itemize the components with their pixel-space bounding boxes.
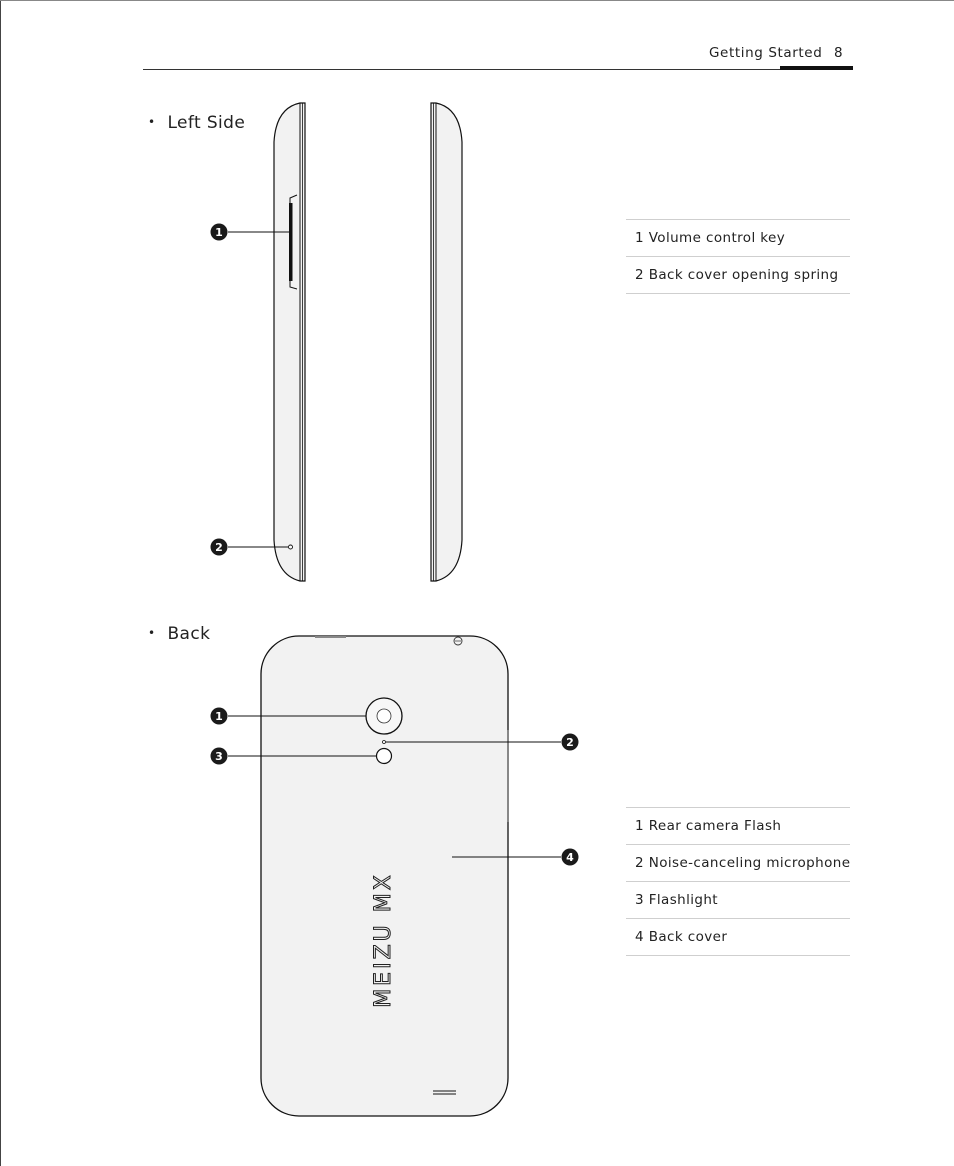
legend-number: 2 [635,267,644,283]
back-callout-4-number: 4 [566,851,574,864]
back-callout-2 [386,733,579,751]
legend-row: 2 Noise-canceling microphone [626,844,850,881]
left-callout-1-number: 1 [215,226,223,239]
bullet-icon: • [148,115,156,129]
back-callout-2-number: 2 [566,736,574,749]
phone-left-side-illustration [273,102,306,582]
phone-right-side-illustration [430,102,463,582]
legend-number: 3 [635,892,644,908]
legend-row: 2 Back cover opening spring [626,256,850,294]
legend-row: 1 Volume control key [626,219,850,256]
back-heading: • Back [148,624,210,644]
legend-number: 4 [635,929,644,945]
header-rule [143,69,853,70]
legend-row: 1 Rear camera Flash [626,807,850,844]
legend-number: 1 [635,818,644,834]
bullet-icon: • [148,626,156,640]
left-callout-2-number: 2 [215,541,223,554]
legend-text: Back cover opening spring [648,267,839,283]
back-callout-3 [210,747,376,765]
header-page-number: 8 [834,45,843,61]
legend-text: Flashlight [648,892,719,908]
legend-text: Noise-canceling microphone [648,855,851,871]
legend-text: Volume control key [648,230,786,246]
legend-row: 4 Back cover [626,918,850,956]
page-border-top [0,0,954,1]
left-side-heading: • Left Side [148,113,245,133]
left-callout-2 [210,538,288,556]
back-callout-3-number: 3 [215,750,223,763]
back-callout-4 [452,848,579,866]
header-section-title: Getting Started [709,45,823,61]
svg-text:MEIZU MX: MEIZU MX [371,872,396,1008]
legend-row: 3 Flashlight [626,881,850,918]
left-callout-1 [210,223,291,241]
page-border-left [0,0,1,1166]
brand-logo: MEIZU MX [371,872,397,1009]
back-heading-text: Back [167,624,211,644]
left-side-heading-text: Left Side [167,113,246,133]
legend-text: Rear camera Flash [648,818,782,834]
back-callout-1-number: 1 [215,710,223,723]
back-legend: 1 Rear camera Flash 2 Noise-canceling mi… [626,807,850,956]
header-tab-marker [780,66,853,70]
left-side-legend: 1 Volume control key 2 Back cover openin… [626,219,850,294]
back-callout-1 [210,707,366,725]
legend-number: 1 [635,230,644,246]
legend-number: 2 [635,855,644,871]
legend-text: Back cover [648,929,728,945]
